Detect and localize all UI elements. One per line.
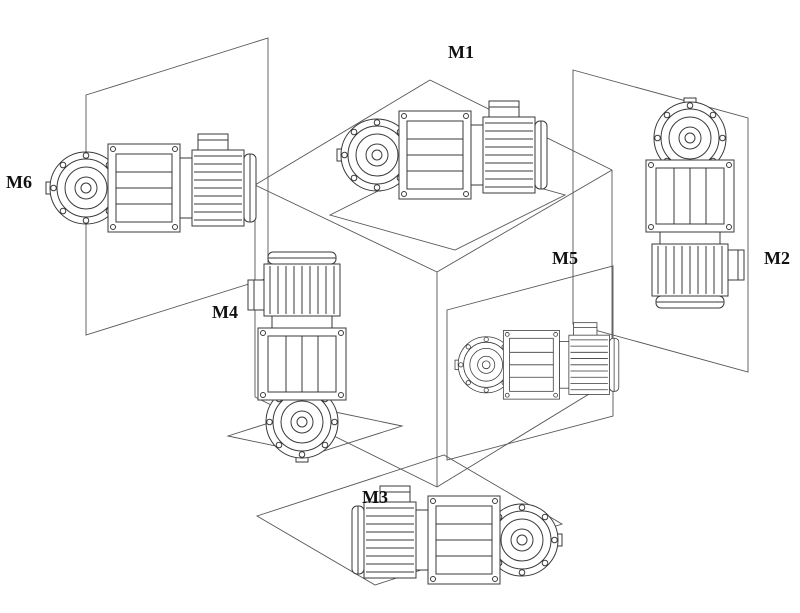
gearmotor-m5 <box>454 322 620 400</box>
gearmotor-m2 <box>645 97 745 309</box>
mounting-plane-m5 <box>446 265 614 461</box>
label-m1: M1 <box>448 42 474 62</box>
label-m2: M2 <box>764 248 790 268</box>
gearmotor-m6 <box>45 133 257 233</box>
label-m4: M4 <box>212 302 238 322</box>
gearmotor-m4 <box>247 251 347 463</box>
label-m6: M6 <box>6 172 32 192</box>
gearmotor-m1 <box>336 100 548 200</box>
label-m5: M5 <box>552 248 578 268</box>
mounting-plane-m3 <box>255 454 564 586</box>
label-m3: M3 <box>362 487 388 507</box>
